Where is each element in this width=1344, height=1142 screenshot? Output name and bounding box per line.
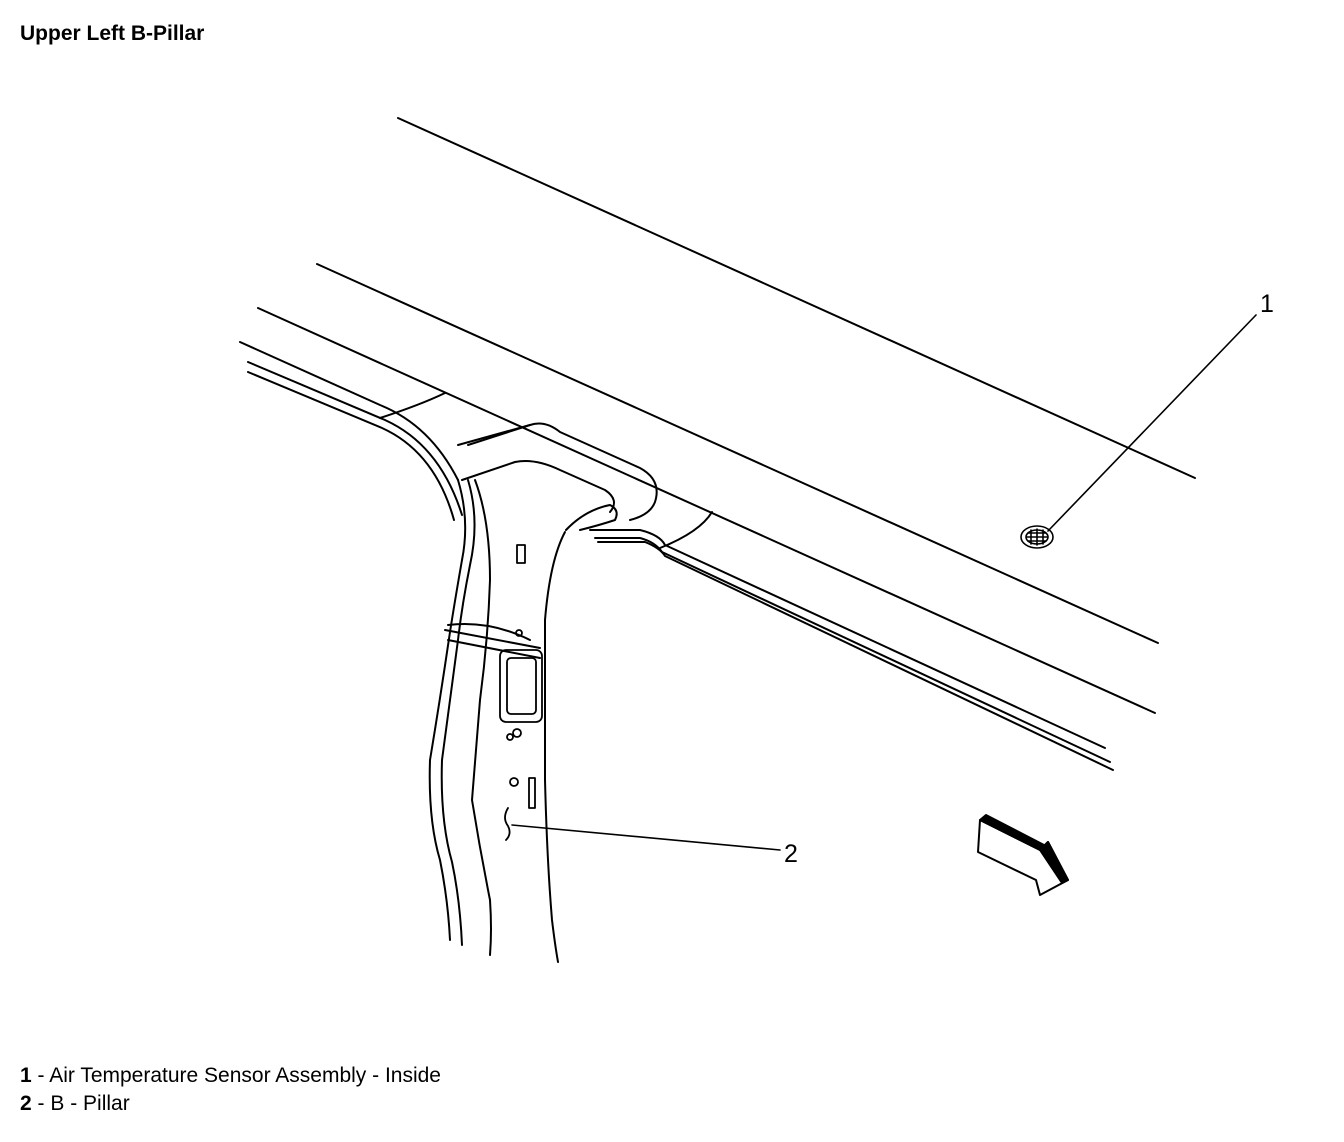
leader-line-1 [1047, 314, 1257, 532]
b-pillar-body [428, 479, 559, 963]
pillar-details [499, 544, 543, 841]
page-title: Upper Left B-Pillar [20, 22, 205, 45]
right-door-seal [589, 511, 1114, 771]
legend-separator: - [31, 1092, 51, 1115]
roof-line-outer [397, 117, 1196, 479]
leader-line-2 [511, 824, 781, 851]
pillar-cap [457, 422, 658, 621]
roof-line-mid [257, 307, 1156, 714]
legend-number: 2 [20, 1092, 32, 1115]
callout-1: 1 [1260, 290, 1274, 318]
legend-separator: - [31, 1064, 50, 1087]
legend-text: Air Temperature Sensor Assembly - Inside [49, 1064, 441, 1087]
sensor-grille-icon [1020, 525, 1054, 549]
callout-2: 2 [784, 840, 798, 868]
legend-text: B - Pillar [50, 1092, 130, 1115]
legend-item: 1 - Air Temperature Sensor Assembly - In… [20, 1062, 441, 1090]
legend-number: 1 [20, 1064, 32, 1087]
legend: 1 - Air Temperature Sensor Assembly - In… [20, 1062, 441, 1118]
direction-arrow-icon [977, 814, 1069, 896]
roof-line-upper [316, 263, 1159, 644]
left-door-seal [239, 341, 531, 521]
legend-item: 2 - B - Pillar [20, 1090, 441, 1118]
